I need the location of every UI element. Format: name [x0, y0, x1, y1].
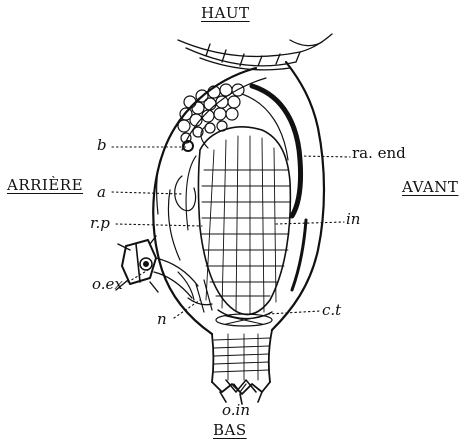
label-oex: o.ex	[92, 275, 123, 293]
orientation-bottom-label: BAS	[213, 421, 247, 439]
leader-rp	[116, 224, 202, 226]
label-a: a	[97, 183, 106, 201]
label-n: n	[157, 310, 167, 328]
label-rp: r.p	[90, 214, 110, 232]
endostyle-curve	[252, 86, 301, 216]
leader-lines	[112, 147, 350, 318]
attachment-membrane	[178, 34, 332, 70]
stalk	[212, 310, 272, 382]
orientation-right-label: AVANT	[402, 178, 458, 196]
branchial-sac	[186, 126, 290, 315]
leader-in	[276, 222, 344, 224]
label-oin: o.in	[222, 401, 250, 419]
label-ct: c.t	[322, 301, 341, 319]
leader-ct	[268, 311, 320, 314]
leader-a	[112, 192, 182, 194]
label-b: b	[97, 136, 107, 154]
label-in: in	[346, 210, 360, 228]
left-organ	[157, 160, 196, 260]
cell-cluster	[178, 84, 244, 151]
inner-wall-line	[292, 220, 306, 290]
orientation-left-label: ARRIÈRE	[7, 176, 83, 194]
label-ra-end: ra. end	[352, 144, 406, 162]
leader-ra-end	[300, 156, 350, 157]
orientation-top-label: HAUT	[201, 4, 250, 22]
